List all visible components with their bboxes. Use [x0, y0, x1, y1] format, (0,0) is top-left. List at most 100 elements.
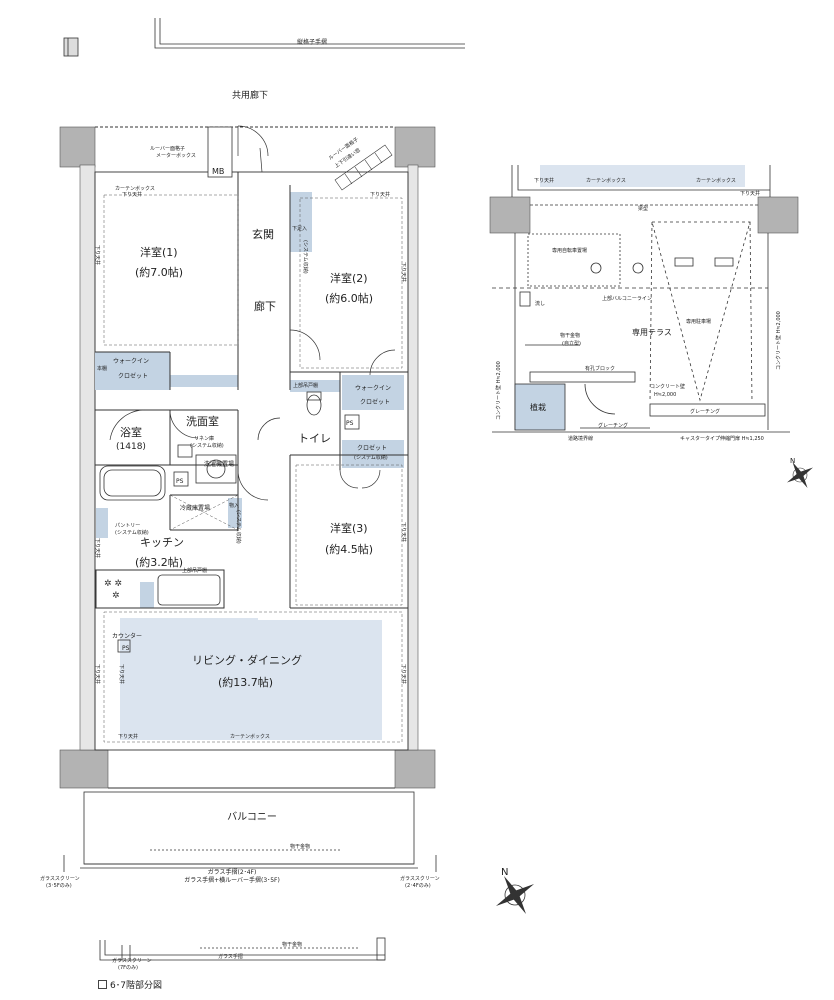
- drop-ceiling-v2: 下り天井: [400, 262, 407, 282]
- counter-label: カウンター: [112, 632, 142, 640]
- drop-ceiling-label-3: 下り天井: [118, 733, 138, 740]
- closet2-label: クロゼット: [360, 398, 390, 406]
- glass-louver-label: ガラス手摺+横ルーバー手摺(3･5F): [184, 876, 280, 884]
- storage-label: 物入: [229, 502, 239, 509]
- western1-label: 洋室(1): [140, 245, 178, 259]
- upper-cabinet-label: 上部吊戸棚: [293, 382, 318, 389]
- bike-label: 専用自転車置場: [552, 247, 587, 254]
- ps-label: PS: [346, 420, 354, 427]
- svg-text:✲: ✲: [112, 591, 120, 601]
- road-boundary-label: 道路境界線: [568, 435, 593, 442]
- bath-size: (1418): [116, 442, 146, 452]
- parking-label: 専用駐車場: [686, 318, 711, 325]
- lower-screen-label: ガラススクリーン: [112, 957, 152, 964]
- drop-ceiling-v5: 下り天井: [94, 664, 101, 684]
- storage-system-label: (システム収納): [235, 510, 242, 544]
- concrete-wall-right: コンクリート壁 H≒2,000: [775, 311, 782, 370]
- meter-box-label: メーターボックス: [156, 152, 196, 159]
- right-curtain1: カーテンボックス: [586, 177, 626, 184]
- shoe-system-label: (システム収納): [302, 240, 309, 274]
- lower-partial-plan: [99, 937, 386, 961]
- svg-text:N: N: [501, 867, 508, 878]
- svg-text:N: N: [790, 457, 795, 465]
- book-shelf-label: 本棚: [97, 365, 107, 372]
- right-curtain2: カーテンボックス: [696, 177, 736, 184]
- mb-label: MB: [212, 167, 224, 176]
- legend-text: 6･7階部分図: [110, 981, 162, 991]
- rouka-label: 廊下: [254, 299, 276, 313]
- right-plan-walls: [489, 196, 799, 234]
- drop-ceiling-lines: [103, 194, 403, 743]
- drop-ceiling-label: 下り天井: [122, 191, 142, 198]
- highlight-zones: [95, 192, 404, 740]
- drop-ceiling-label-2: 下り天井: [370, 191, 390, 198]
- upper-balcony-line: 上部バルコニーライン: [602, 295, 652, 302]
- drop-ceiling-v4: 下り天井: [94, 538, 101, 558]
- stove-icon: ✲ ✲ ✲: [104, 579, 122, 601]
- glass-screen-left: ガラススクリーン: [40, 875, 80, 882]
- lower-glass-label: ガラス手摺: [218, 953, 243, 960]
- common-corridor-label: 共用廊下: [232, 89, 268, 101]
- right-drop2: 下り天井: [740, 190, 760, 197]
- balcony-label: バルコニー: [227, 811, 277, 823]
- western3-size: (約4.5帖): [325, 542, 373, 556]
- lower-drying-label: 物干金物: [282, 941, 302, 948]
- western2-label: 洋室(2): [330, 271, 368, 285]
- drying-label: 物干金物: [560, 332, 580, 339]
- glass-screen-left-floor: (3･5Fのみ): [46, 883, 72, 889]
- western2-size: (約6.0帖): [325, 291, 373, 305]
- ps3-label: PS: [122, 645, 130, 652]
- curtain-box-label: カーテンボックス: [115, 185, 155, 192]
- legend-box-icon: [98, 980, 107, 989]
- terrace-label: 専用テラス: [632, 327, 672, 337]
- top-railing: [63, 18, 465, 57]
- balcony: [63, 791, 437, 872]
- fridge-label: 冷蔵庫置場: [180, 504, 210, 512]
- closet3-label: クロゼット: [357, 444, 387, 452]
- concrete-wall-left: コンクリート壁 H≒2,000: [495, 361, 502, 420]
- kitchen-size: (約3.2帖): [135, 555, 183, 569]
- pantry-system-label: (システム収納): [115, 529, 149, 536]
- concrete-wall-mid: コンクリート壁: [650, 383, 685, 390]
- pantry-label: パントリー: [115, 523, 140, 529]
- closet3-system-label: (システム収納): [354, 454, 388, 461]
- concrete-wall-mid-h: H≒2,000: [654, 392, 676, 398]
- grating2-label: グレーチング: [598, 422, 628, 429]
- drop-ceiling-v3: 下り天井: [400, 522, 407, 542]
- curtain-box-2-label: カーテンボックス: [230, 733, 270, 740]
- right-plan-labels: 下り天井 カーテンボックス カーテンボックス 下り天井 梁型 専用自転車置場 上…: [495, 177, 782, 442]
- right-plan: [492, 165, 790, 433]
- western1-size: (約7.0帖): [135, 265, 183, 279]
- door-swings: [109, 125, 396, 501]
- bath-label: 浴室: [120, 425, 142, 439]
- living-size: (約13.7帖): [218, 675, 273, 689]
- grating1-label: グレーチング: [690, 408, 720, 415]
- right-beam: 梁型: [638, 205, 648, 212]
- drying-free: (自立型): [562, 340, 581, 347]
- svg-text:✲ ✲: ✲ ✲: [104, 579, 122, 589]
- fixtures: [99, 126, 360, 653]
- walkin-label: ウォークイン: [113, 357, 149, 365]
- walkin2-label: ウォークイン: [355, 384, 391, 392]
- genkan-label: 玄関: [252, 227, 274, 241]
- entry-steps: [334, 144, 393, 191]
- louver-label: ルーバー面格子: [150, 145, 185, 152]
- linen-system-label: (システム収納): [190, 442, 224, 449]
- right-drop1: 下り天井: [534, 177, 554, 184]
- western3-label: 洋室(3): [330, 521, 368, 535]
- compass-icon: N: [495, 867, 535, 915]
- compass-small-icon: N: [787, 457, 813, 488]
- planting-label: 植栽: [530, 402, 546, 412]
- shoe-storage-label: 下足入: [292, 226, 307, 232]
- toilet-label: トイレ: [298, 432, 331, 445]
- ps2-label: PS: [176, 478, 184, 485]
- closet-label: クロゼット: [118, 372, 148, 380]
- living-label: リビング・ダイニング: [192, 653, 302, 667]
- drying-rack-label: 物干金物: [290, 843, 310, 850]
- caster-gate-label: キャスタータイプ伸縮門扉 H≒1,250: [680, 435, 764, 442]
- upper-cabinet2-label: 上部吊戸棚: [182, 567, 207, 574]
- glass-screen-right-floor: (2･4Fのみ): [405, 883, 431, 889]
- glass-railing-label: ガラス手摺(2･4F): [208, 868, 257, 876]
- left-plan-labels: ルーバー面格子 メーターボックス MB ルーバー面格子 上下引違い窓 カーテンボ…: [94, 136, 407, 740]
